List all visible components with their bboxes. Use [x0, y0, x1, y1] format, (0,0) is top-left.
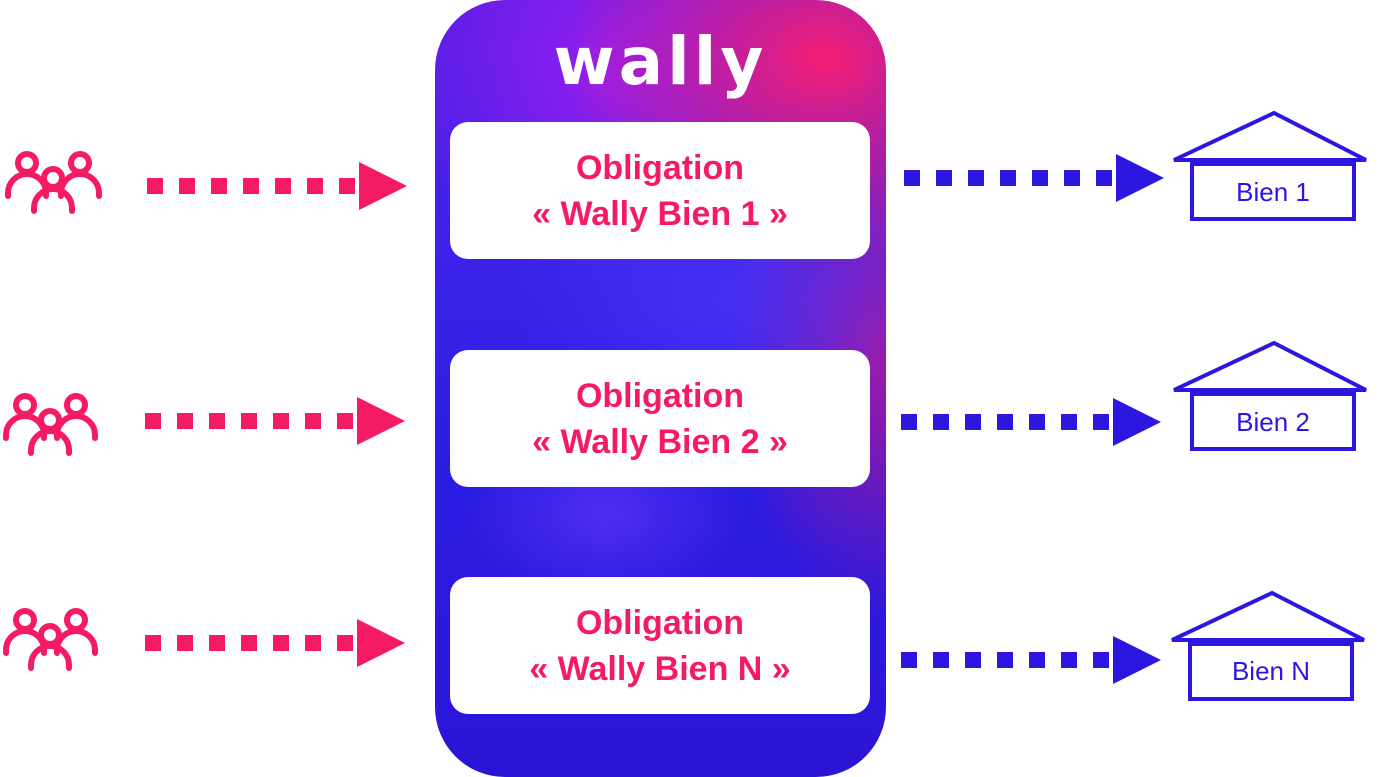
dotted-arrow-icon	[147, 162, 407, 210]
people-group-icon	[5, 151, 102, 214]
property-3: Bien N	[1168, 590, 1368, 705]
house-icon	[1173, 340, 1367, 451]
people-group-icon	[2, 393, 98, 456]
obligation-card-1: Obligation « Wally Bien 1 »	[450, 122, 870, 259]
wally-logo: wally	[553, 23, 768, 100]
obligation-card-3: Obligation « Wally Bien N »	[450, 577, 870, 714]
obligation-name: « Wally Bien 1 »	[532, 194, 788, 233]
dotted-arrow-icon	[145, 397, 405, 445]
people-group-icon	[2, 608, 98, 671]
property-1: Bien 1	[1170, 110, 1370, 225]
property-label: Bien 1	[1236, 177, 1310, 207]
obligation-title: Obligation	[575, 148, 745, 187]
obligation-card-2: Obligation « Wally Bien 2 »	[450, 350, 870, 487]
obligation-name: « Wally Bien 2 »	[532, 422, 788, 461]
house-icon	[1173, 110, 1367, 221]
obligation-title: Obligation	[575, 376, 745, 415]
property-label: Bien 2	[1236, 407, 1310, 437]
obligation-title: Obligation	[575, 603, 745, 642]
dotted-arrow-icon	[904, 154, 1164, 202]
dotted-arrow-icon	[901, 398, 1161, 446]
dotted-arrow-icon	[901, 636, 1161, 684]
dotted-arrow-icon	[145, 619, 405, 667]
property-2: Bien 2	[1170, 340, 1370, 455]
obligation-name: « Wally Bien N »	[529, 649, 791, 688]
property-label: Bien N	[1231, 656, 1311, 686]
house-icon	[1171, 590, 1365, 701]
wally-panel: wally Obligation « Wally Bien 1 » Obliga…	[435, 0, 886, 777]
